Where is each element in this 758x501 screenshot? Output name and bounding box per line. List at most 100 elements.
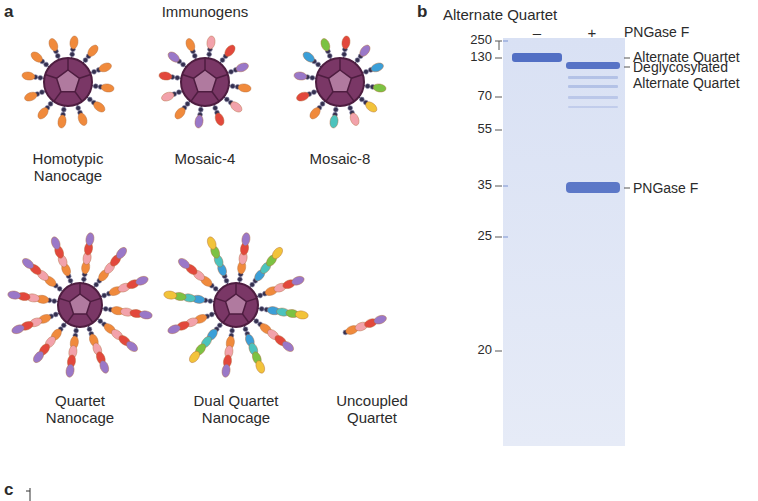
antigen — [86, 43, 100, 58]
gel-band — [566, 62, 620, 69]
linker-bead — [333, 107, 338, 112]
nanocage-edge — [339, 58, 341, 70]
nanocage-edge — [75, 92, 82, 102]
tick — [495, 97, 502, 98]
antigen — [101, 83, 115, 93]
linker-bead — [310, 75, 315, 80]
antigen — [11, 323, 26, 335]
linker-bead — [93, 84, 98, 89]
antigen — [176, 256, 191, 270]
antigen — [20, 256, 35, 270]
linker-bead — [209, 312, 214, 317]
gel-band — [568, 106, 618, 108]
antigen — [373, 83, 387, 93]
linker-bead — [348, 106, 353, 111]
antigen — [293, 71, 307, 81]
tick — [624, 67, 630, 68]
nanocage-edge — [223, 314, 229, 323]
linker-bead — [61, 107, 66, 112]
panel-letter: b — [417, 2, 437, 22]
antigen — [308, 106, 322, 121]
tick — [495, 351, 502, 352]
antigen — [21, 71, 35, 81]
antigen — [370, 61, 385, 73]
antigen — [358, 43, 372, 58]
linker-bead — [312, 90, 317, 95]
antigen — [319, 37, 331, 52]
antigen — [364, 100, 379, 114]
antigen — [254, 359, 266, 374]
nanocage-edge — [54, 92, 61, 102]
antigen — [295, 91, 310, 103]
nanocage-edge — [212, 92, 219, 102]
figure-label: – — [527, 24, 547, 41]
antigen — [134, 275, 149, 287]
linker-bead — [198, 107, 203, 112]
panel-c-axis — [26, 488, 30, 501]
gel-band — [568, 76, 618, 79]
figure-label: 35 — [452, 178, 492, 193]
linker-bead — [364, 69, 369, 74]
linker-bead — [55, 54, 60, 59]
linker-bead — [365, 84, 370, 89]
linker-bead — [230, 328, 235, 333]
antigen — [163, 290, 177, 300]
figure-label: 25 — [452, 229, 492, 244]
antigen — [77, 112, 89, 127]
antigen — [36, 106, 50, 121]
antigen — [290, 275, 305, 287]
antigen — [280, 339, 295, 353]
antigen — [235, 61, 250, 73]
nanocage-edge — [347, 92, 354, 102]
linker-bead — [213, 106, 218, 111]
antigen — [29, 50, 44, 64]
antigen — [65, 364, 75, 378]
figure-label: Immunogens — [130, 3, 280, 20]
figure-label: Alternate Quartet — [443, 6, 643, 23]
linker-bead — [259, 306, 264, 311]
linker-bead — [103, 306, 108, 311]
nanocage-face — [226, 294, 247, 314]
figure-label: 55 — [452, 122, 492, 137]
antigen — [124, 339, 139, 353]
linker-bead — [229, 69, 234, 74]
nanocage-illustrations — [7, 35, 387, 377]
panel-letter: a — [4, 2, 24, 22]
antigen — [98, 61, 113, 73]
figure-label: Uncoupled Quartet — [322, 392, 422, 427]
linker-bead — [192, 54, 197, 59]
antigen — [341, 35, 351, 49]
linker-bead — [70, 52, 75, 57]
linker-bead — [53, 312, 58, 317]
antigen — [373, 314, 388, 326]
panel-letter: c — [4, 480, 24, 500]
linker-bead — [87, 327, 92, 332]
nanocage-edge — [216, 75, 227, 79]
antigen — [221, 364, 231, 378]
nanocage-edge — [351, 75, 362, 79]
ladder-mark — [503, 185, 508, 187]
figure-label: PNGase F — [633, 180, 755, 196]
antigen — [349, 112, 361, 127]
gel-band — [568, 96, 618, 99]
antigen — [92, 100, 107, 114]
antigen — [69, 35, 79, 49]
linker-bead — [68, 278, 73, 283]
antigen — [301, 50, 316, 64]
antigen — [238, 83, 252, 93]
nanocage-edge — [182, 75, 193, 79]
antigen — [206, 236, 218, 251]
linker-bead — [175, 75, 180, 80]
linker-bead — [102, 293, 107, 298]
linker-bead — [81, 277, 86, 282]
linker-bead — [207, 52, 212, 57]
figure-label: 70 — [452, 89, 492, 104]
nanocage-face — [329, 70, 352, 92]
gel-band — [566, 182, 620, 193]
antigen — [23, 91, 38, 103]
nanocage-edge — [45, 75, 56, 79]
linker-bead — [177, 90, 182, 95]
figure-label: 20 — [452, 343, 492, 358]
nanocage-core — [58, 283, 102, 327]
gel-band — [512, 53, 562, 62]
